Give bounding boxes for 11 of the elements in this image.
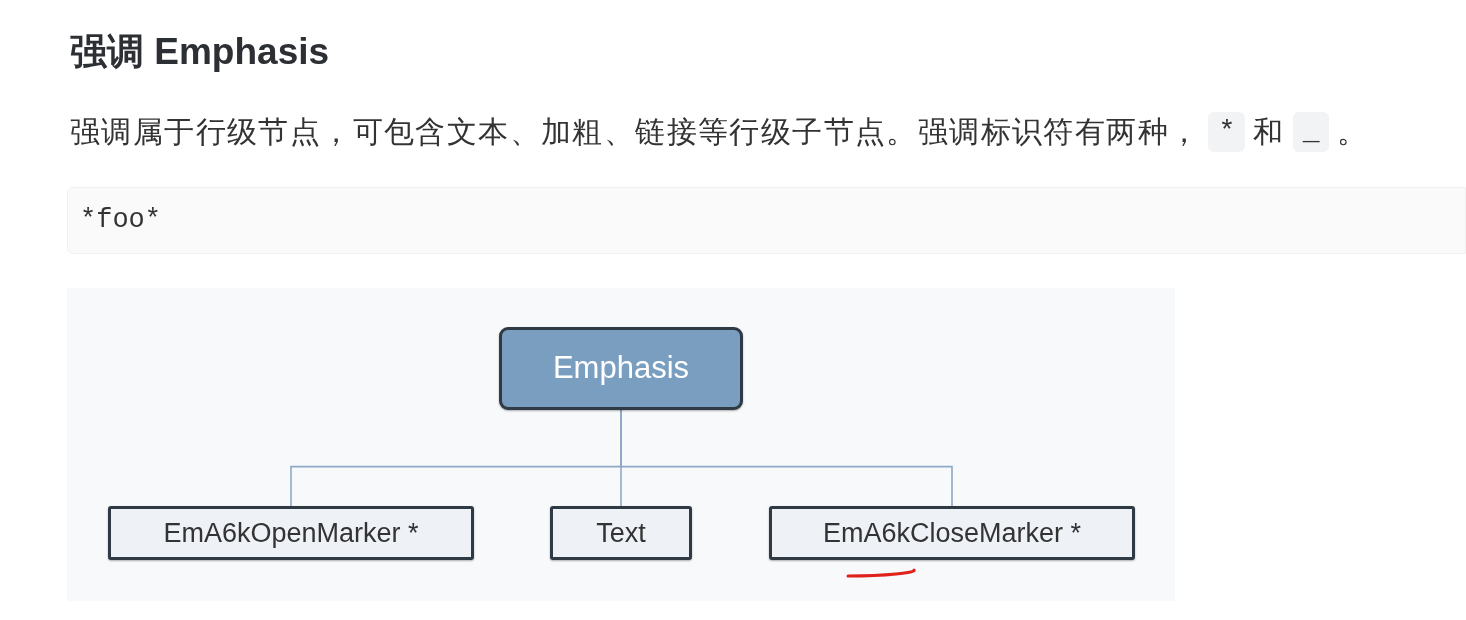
child-node-box: Text (550, 506, 692, 560)
paragraph-text: 强调属于行级节点，可包含文本、加粗、链接等行级子节点。强调标识符有两种， (70, 113, 1201, 150)
root-node-box: Emphasis (499, 327, 743, 410)
child-node-box: EmA6kOpenMarker * (108, 506, 474, 560)
child-node-box: EmA6kCloseMarker * (769, 506, 1135, 560)
code-text: *foo* (80, 204, 161, 238)
paragraph-text: 和 (1253, 113, 1285, 150)
inline-code: _ (1292, 112, 1330, 152)
paragraph-text: 。 (1337, 113, 1369, 150)
inline-code: * (1208, 112, 1246, 152)
heading: 强调 Emphasis (70, 30, 330, 74)
